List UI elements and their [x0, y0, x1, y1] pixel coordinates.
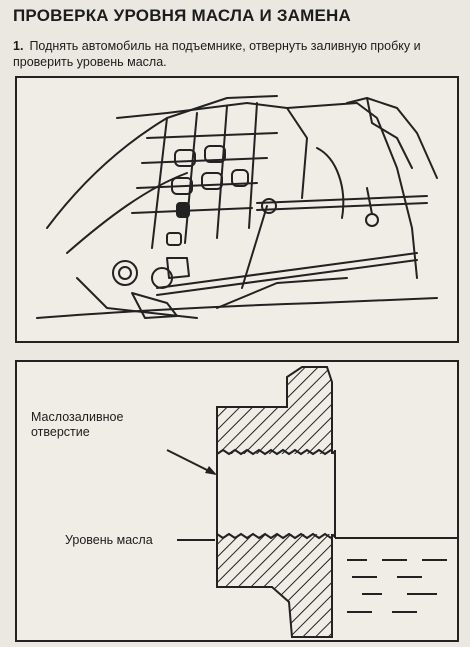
step-1: 1.Поднять автомобиль на подъемнике, отве…	[13, 38, 461, 70]
step-text: Поднять автомобиль на подъемнике, отверн…	[13, 39, 421, 69]
oil-level-label: Уровень масла	[65, 533, 153, 547]
oil-level-drawing	[166, 366, 457, 638]
filler-hole-label: Маслозаливное отверстие	[31, 410, 124, 439]
oil-level-diagram: Маслозаливное отверстие Уровень масла	[15, 360, 459, 642]
gearbox-drawing	[36, 95, 438, 319]
gearbox-illustration	[15, 76, 459, 343]
step-number: 1.	[13, 39, 24, 53]
section-title: ПРОВЕРКА УРОВНЯ МАСЛА И ЗАМЕНА	[13, 6, 352, 25]
